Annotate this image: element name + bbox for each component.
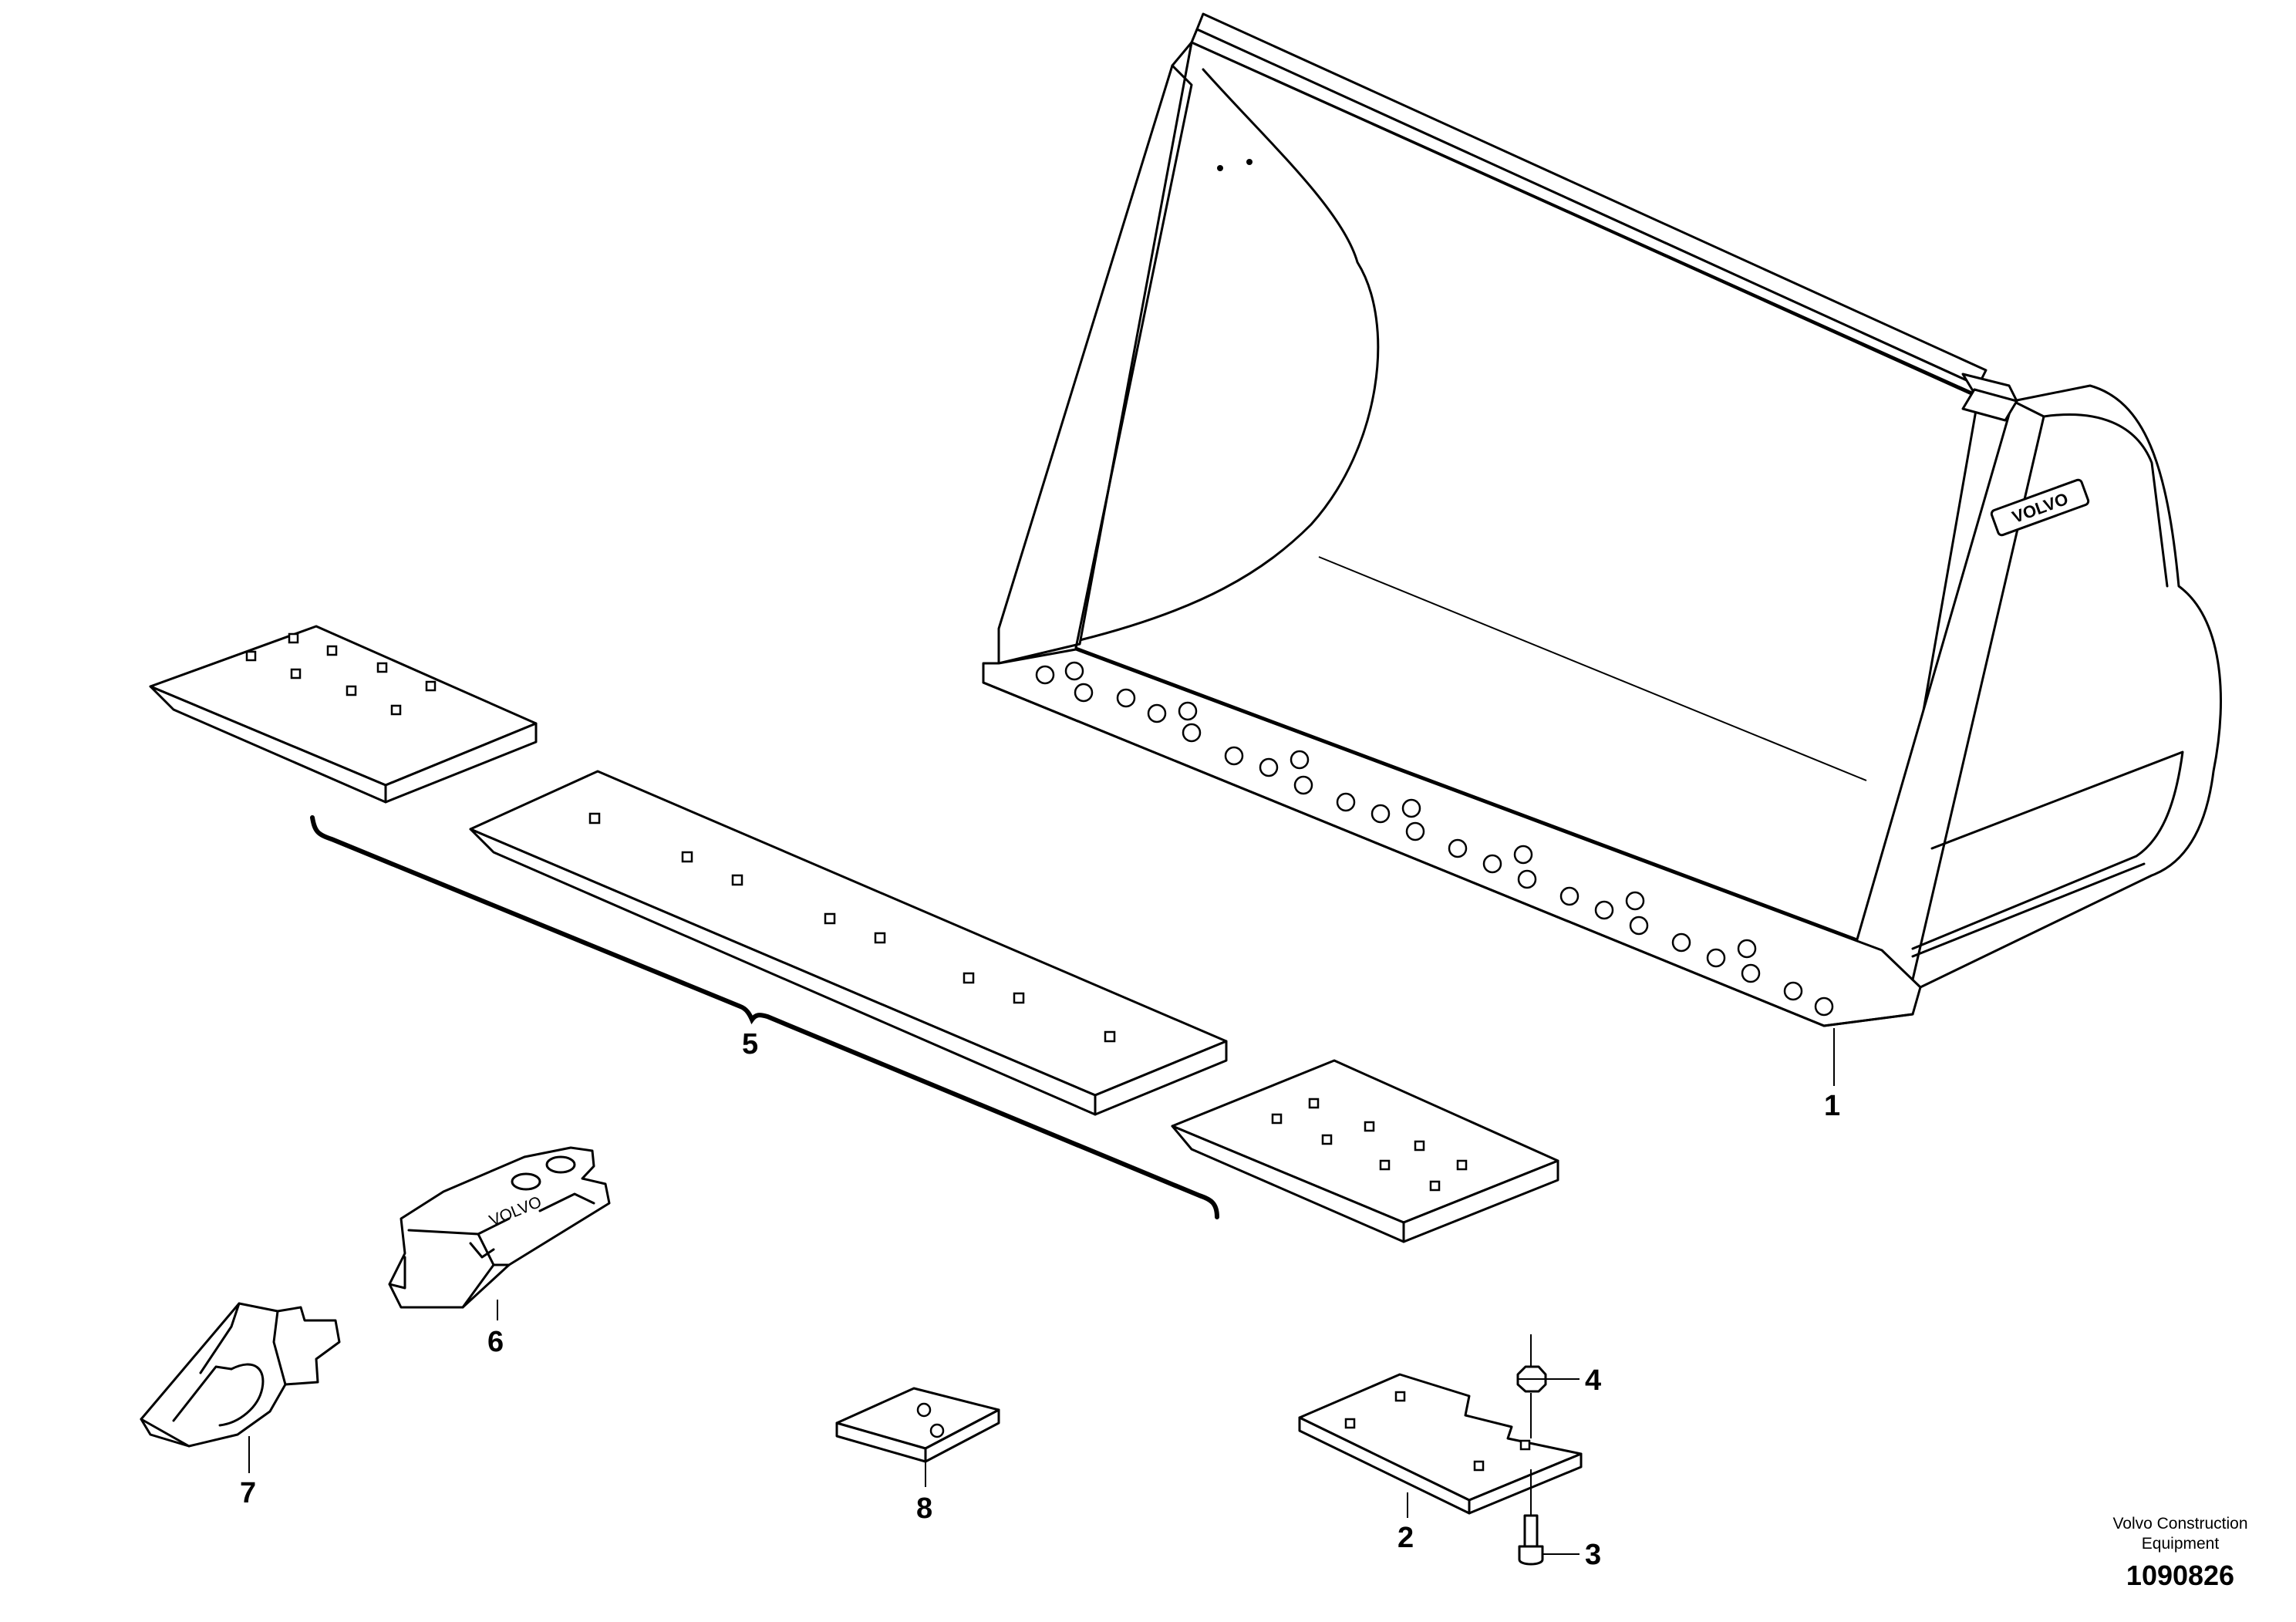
leader-lines [248,1028,1835,1555]
company-name-line1: Volvo Construction [2112,1515,2247,1533]
callout-8: 8 [916,1492,932,1525]
callout-2: 2 [1397,1522,1414,1554]
bucket: VOLVO [982,12,2222,1027]
company-name-line2: Equipment [2142,1535,2220,1553]
group-bracket [310,815,1219,1219]
wear-plate [1298,1373,1583,1515]
edge-segment-middle [469,770,1228,1116]
callout-5: 5 [742,1028,758,1061]
edge-segment-left [149,625,538,804]
callout-3: 3 [1585,1539,1601,1571]
tooth-adapter: VOLVO [388,1146,611,1309]
callout-7: 7 [240,1477,256,1509]
shim-plate [835,1387,1000,1463]
bolt [1518,1469,1544,1566]
tooth [140,1302,341,1448]
nut [1516,1334,1547,1438]
callout-1: 1 [1824,1090,1840,1122]
edge-segment-right [1171,1059,1559,1243]
edge-holes [1035,661,1834,1017]
callout-6: 6 [487,1326,504,1358]
drawing-number: 1090826 [2126,1560,2234,1591]
callout-4: 4 [1585,1364,1601,1397]
